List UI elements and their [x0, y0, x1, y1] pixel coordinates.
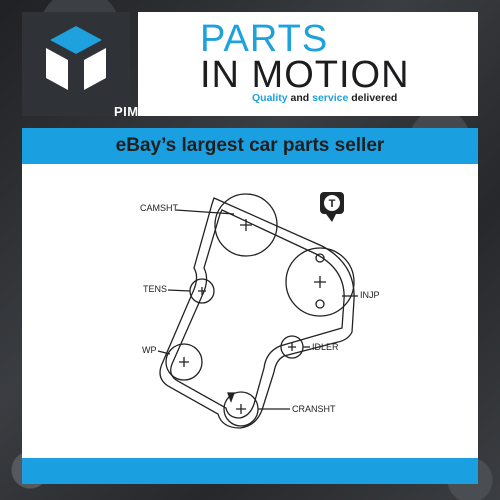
- banner: eBay’s largest car parts seller: [22, 128, 478, 164]
- label-injection-pump: INJP: [360, 290, 380, 300]
- label-crankshaft: CRANSHT: [292, 404, 336, 414]
- brand-tagline: Quality and service delivered: [252, 92, 397, 104]
- cube-icon: [46, 26, 106, 90]
- tagline-delivered: delivered: [348, 92, 398, 104]
- timing-marker: T: [320, 192, 344, 222]
- water-pump-pulley: [165, 343, 203, 381]
- label-water-pump: WP: [142, 345, 157, 355]
- content-panel: eBay’s largest car parts seller: [22, 128, 478, 484]
- brand-header: PARTS IN MOTION Quality and service deli…: [138, 12, 478, 116]
- tagline-service: service: [312, 92, 349, 104]
- tagline-and: and: [287, 92, 313, 104]
- injection-pump-pulley: [285, 247, 355, 317]
- label-tensioner: TENS: [143, 284, 167, 294]
- logo-text: PIM: [114, 104, 139, 119]
- brand-title-line1: PARTS: [200, 18, 329, 60]
- belt-outer: [159, 197, 355, 429]
- timing-belt-diagram: T CAMSHT TENS WP INJP IDLER CRANSHT: [140, 192, 380, 429]
- timing-marker-label: T: [329, 198, 336, 210]
- pim-logo: PIM: [22, 12, 138, 119]
- brand-title-line2: IN MOTION: [200, 54, 410, 96]
- camshaft-pulley: [214, 193, 278, 257]
- tagline-quality: Quality: [252, 92, 288, 104]
- label-camshaft: CAMSHT: [140, 203, 179, 213]
- label-idler: IDLER: [312, 342, 339, 352]
- belt-inner: [170, 209, 345, 419]
- bottom-bar: [22, 458, 478, 484]
